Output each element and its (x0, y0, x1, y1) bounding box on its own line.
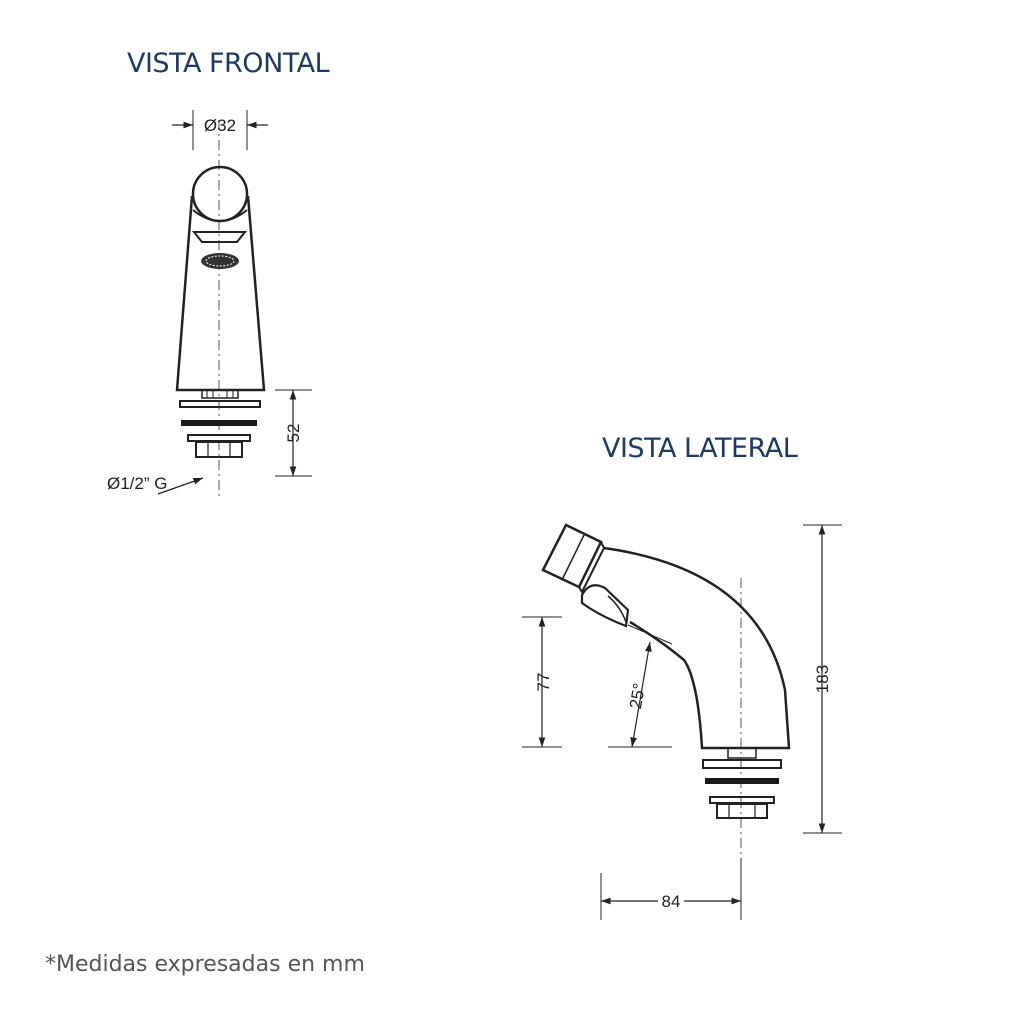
side-view-faucet (541, 523, 791, 858)
side-push-button (541, 523, 603, 589)
front-view-title: VISTA FRONTAL (127, 48, 330, 79)
side-gasket (705, 778, 779, 784)
side-spout (580, 584, 630, 628)
dim-front-height: 52 (275, 389, 312, 477)
dim-side-depth: 84 (600, 858, 742, 920)
units-footnote: *Medidas expresadas en mm (45, 952, 365, 977)
side-body-outline (603, 546, 791, 750)
front-body-outline (175, 195, 266, 392)
side-view-title: VISTA LATERAL (602, 433, 798, 464)
thread-label: Ø1/2” G (107, 474, 167, 493)
side-spout-height-label: 77 (534, 673, 553, 692)
side-angle-label: 25° (626, 682, 649, 711)
dim-side-spout-height: 77 (522, 616, 562, 748)
side-nut (716, 803, 768, 819)
front-view-faucet (175, 120, 266, 500)
front-push-button (191, 165, 249, 223)
front-nut (195, 441, 243, 458)
dim-thread: Ø1/2” G (107, 474, 204, 495)
front-flange (179, 400, 261, 408)
front-gasket (181, 420, 257, 426)
dim-front-diameter: Ø32 (172, 110, 268, 150)
side-depth-label: 84 (662, 892, 681, 911)
side-total-height-label: 183 (813, 665, 832, 693)
dim-side-angle: 25° (608, 624, 673, 748)
front-height-label: 52 (284, 424, 303, 443)
front-aerator (201, 253, 239, 269)
front-diameter-label: Ø32 (204, 116, 236, 135)
dim-side-total-height: 183 (803, 524, 842, 834)
